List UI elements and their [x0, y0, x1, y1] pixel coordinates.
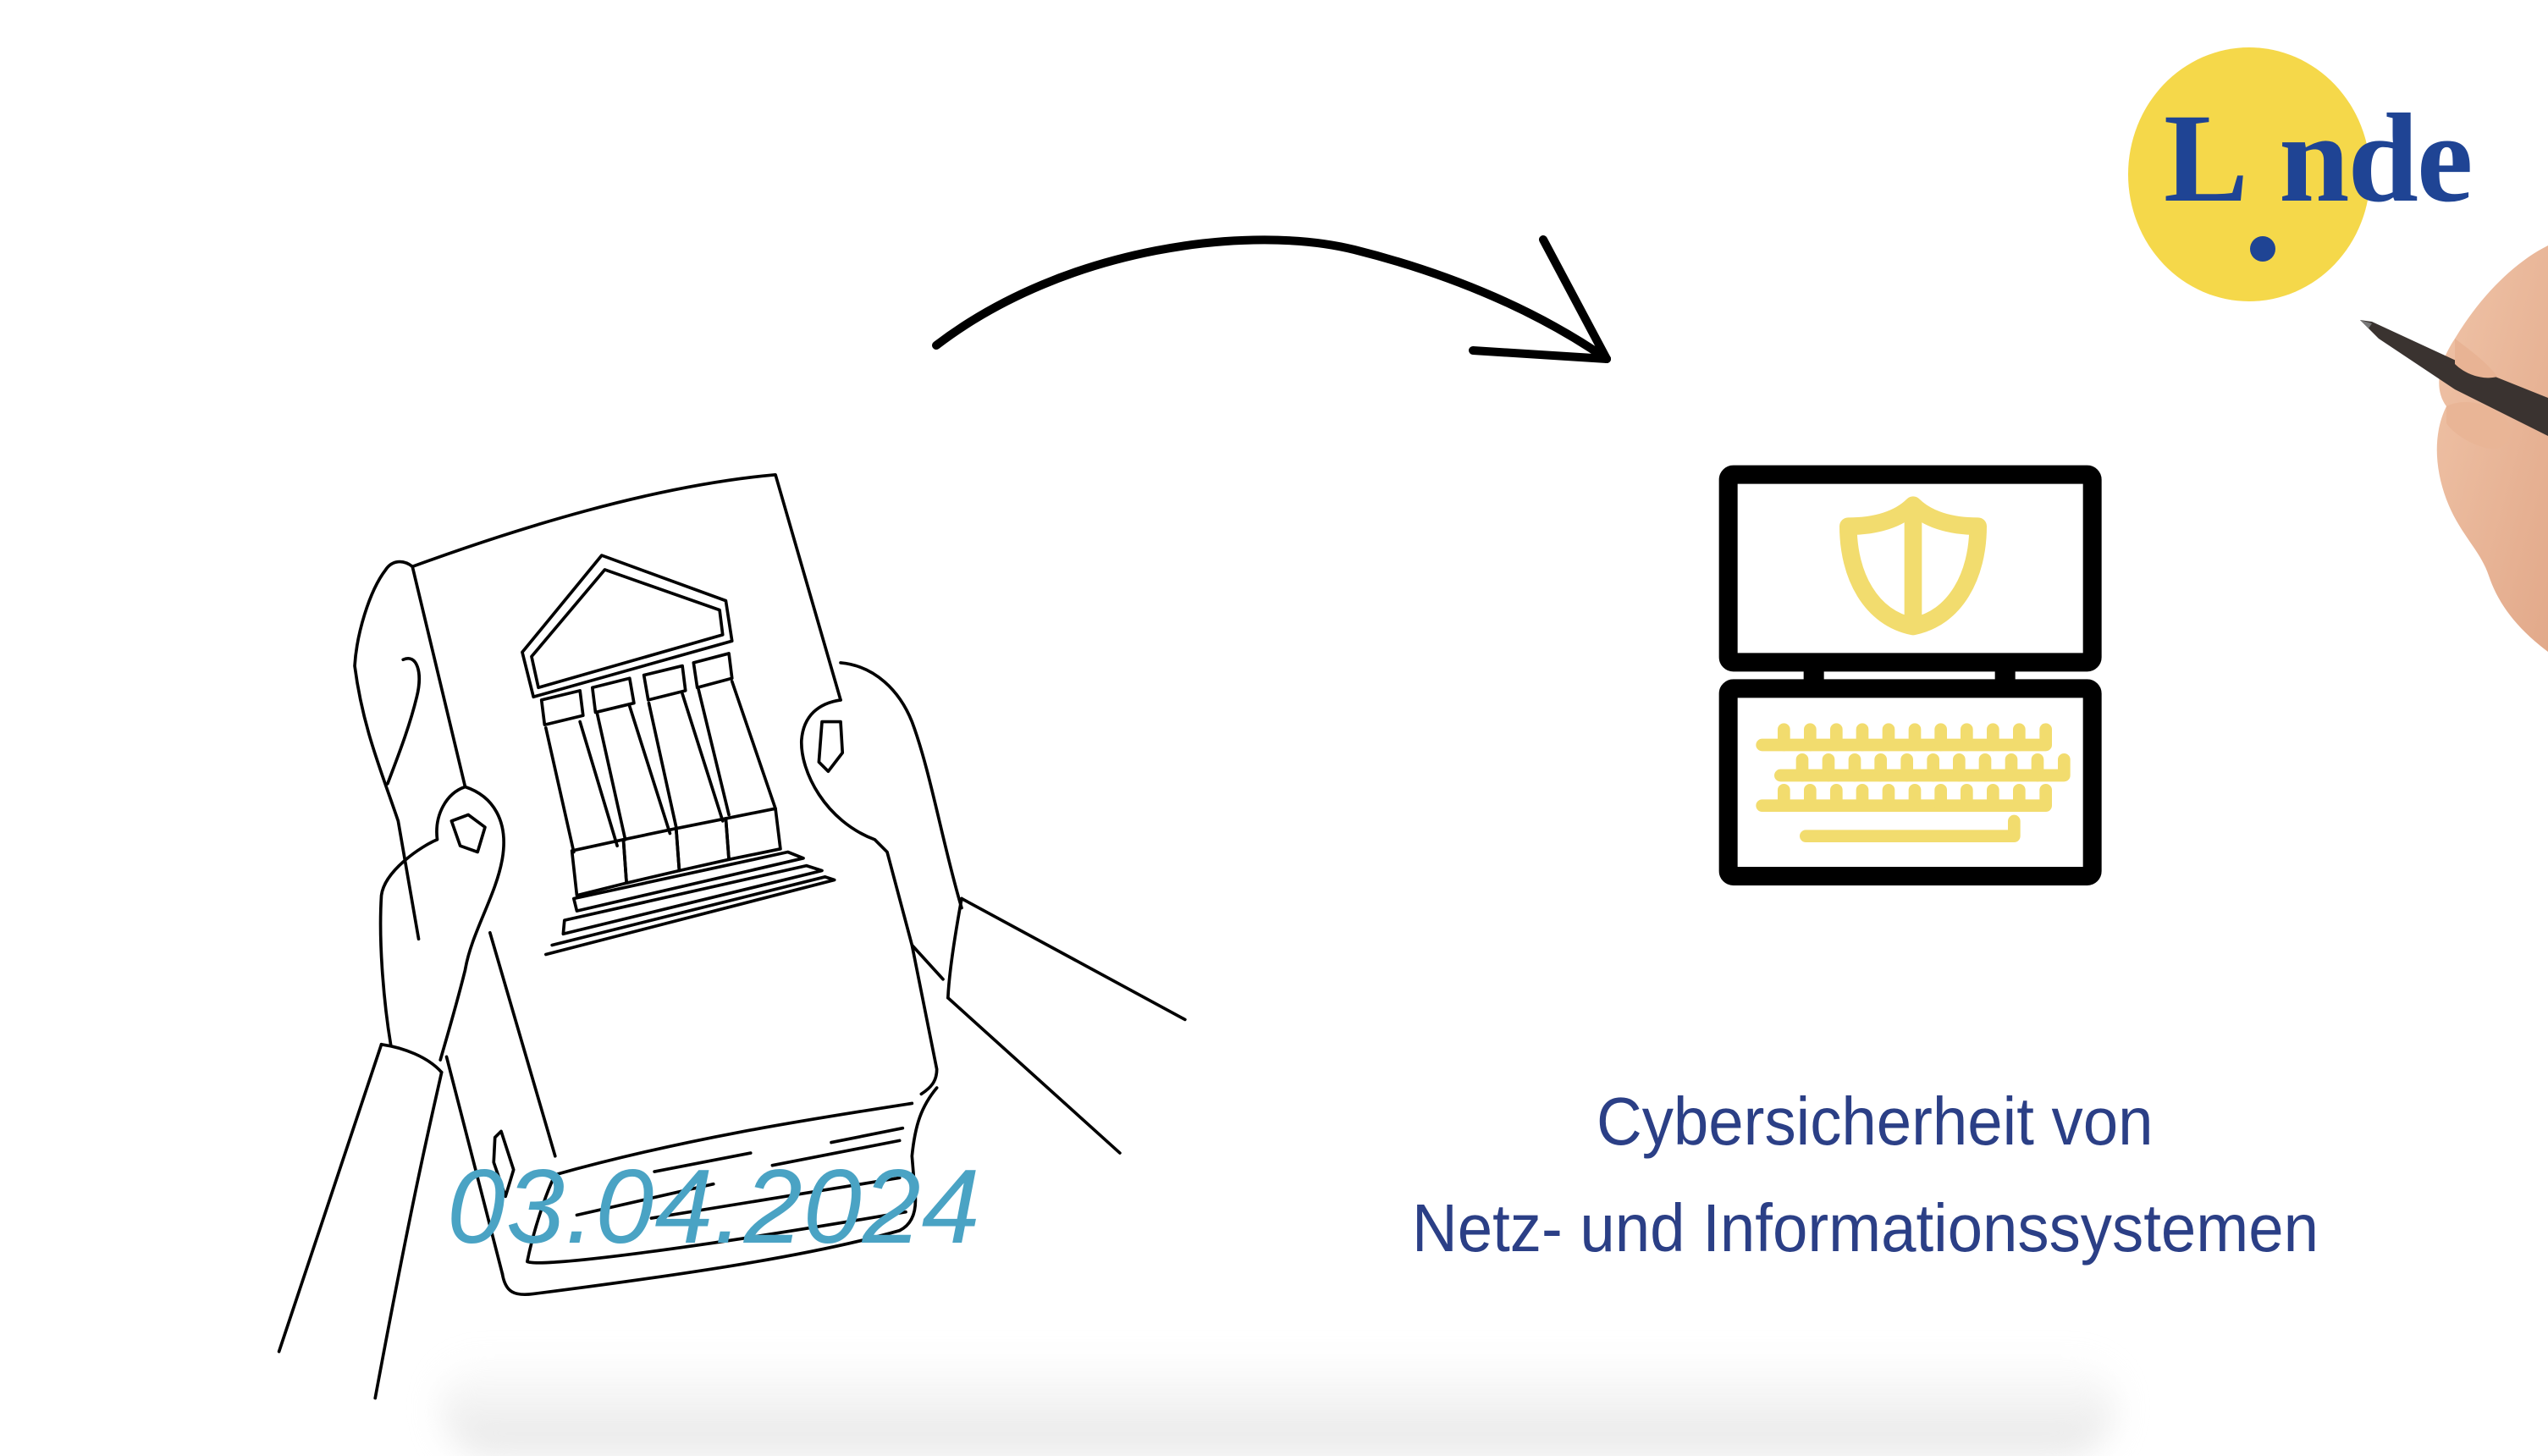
caption-line-2: Netz- und Informationssystemen: [1412, 1190, 2319, 1266]
hands-holding-law-book-icon: [277, 472, 1187, 1400]
logo-text-end: nde: [2279, 88, 2473, 229]
curved-arrow-right-icon: [932, 235, 1611, 363]
logo-circle: [2128, 47, 2370, 301]
hand-with-pen-icon: [2360, 245, 2548, 652]
laptop-shield-icon: [1718, 465, 2102, 885]
logo-text-start: L: [2164, 88, 2248, 229]
caption-line-1: Cybersicherheit von: [1597, 1084, 2154, 1159]
date-label: 03.04.2024: [447, 1149, 981, 1266]
